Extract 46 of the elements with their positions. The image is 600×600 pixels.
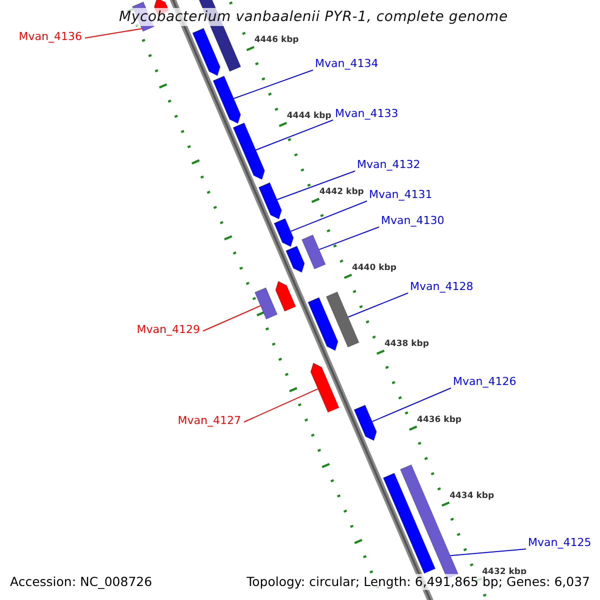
gene-feature <box>308 297 338 351</box>
gene-label: Mvan_4130 <box>381 214 444 228</box>
gene-feature <box>275 280 296 312</box>
tick-label: 4438 kbp <box>384 339 429 350</box>
tick-label: 4432 kbp <box>482 566 527 577</box>
gene-feature <box>212 76 241 124</box>
gene-feature <box>326 292 360 348</box>
gene-label: Mvan_4129 <box>136 323 200 337</box>
leader-line <box>255 120 334 150</box>
gene-feature <box>192 28 220 76</box>
gene-label: Mvan_4126 <box>453 375 516 389</box>
gene-label: Mvan_4125 <box>528 536 592 550</box>
gene-feature <box>274 218 294 248</box>
gene-feature <box>286 246 305 273</box>
gene-label: Mvan_4134 <box>315 57 378 71</box>
tick-label: 4440 kbp <box>352 263 396 274</box>
tick-label: 4434 kbp <box>450 490 494 501</box>
gene-feature <box>382 472 436 574</box>
leader-line <box>372 388 452 422</box>
leader-line <box>318 226 380 250</box>
gene-feature <box>301 234 326 270</box>
leader-line <box>290 200 368 232</box>
gene-label: Mvan_4127 <box>178 414 241 428</box>
tick-label: 4442 kbp <box>319 187 364 198</box>
leader-line <box>202 305 262 332</box>
leader-line <box>244 388 318 422</box>
gene-label: Mvan_4132 <box>357 158 420 172</box>
gene-label: Mvan_4136 <box>18 30 82 44</box>
genome-info-text: Topology: circular; Length: 6,491,865 bp; Genes: 6,037 <box>244 574 592 590</box>
accession-text: Accession: NC_008726 <box>8 574 154 590</box>
gene-feature <box>310 362 340 413</box>
leader-line <box>348 292 408 318</box>
leader-line <box>233 70 314 100</box>
gene-feature <box>258 182 282 220</box>
gene-feature <box>232 122 265 180</box>
gene-label: Mvan_4133 <box>335 107 398 121</box>
gene-label: Mvan_4128 <box>410 280 474 294</box>
tick-label: 4436 kbp <box>417 414 462 425</box>
tick-label: 4446 kbp <box>254 35 299 46</box>
tick-label: 4444 kbp <box>286 111 332 122</box>
leader-line <box>450 548 526 556</box>
leader-line <box>84 28 142 38</box>
leader-line <box>276 170 356 200</box>
gene-feature <box>254 287 278 320</box>
gene-label: Mvan_4131 <box>369 188 432 202</box>
gene-feature <box>354 404 377 441</box>
